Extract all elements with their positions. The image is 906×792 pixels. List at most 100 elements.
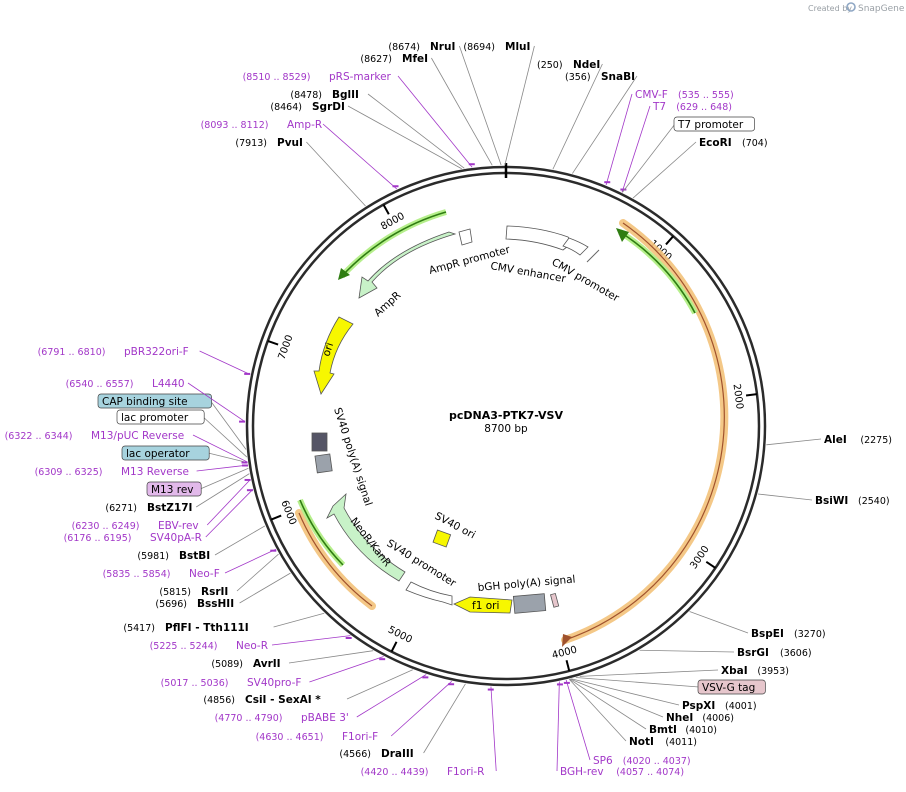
label-bgh-rev[interactable]: BGH-rev(4057 .. 4074) bbox=[560, 766, 684, 778]
label-nrui[interactable]: NruI(8674) bbox=[388, 41, 455, 53]
plasmid-size: 8700 bp bbox=[484, 423, 528, 435]
label-name: SV40pA-R bbox=[150, 532, 202, 544]
leader-line bbox=[459, 45, 502, 166]
label-pbabe-3-[interactable]: pBABE 3'(4770 .. 4790) bbox=[215, 712, 349, 724]
label-position: (4420 .. 4439) bbox=[361, 767, 429, 778]
label-name: F1ori-R bbox=[447, 766, 484, 778]
label-name: pRS-marker bbox=[329, 71, 392, 83]
label-bspei[interactable]: BspEI(3270) bbox=[751, 628, 826, 640]
label-cmv-f[interactable]: CMV-F(535 .. 555) bbox=[635, 89, 734, 101]
cmv-enhancer-shape bbox=[505, 225, 573, 251]
label-name: BstBI bbox=[179, 550, 210, 562]
label-position: (6230 .. 6249) bbox=[72, 521, 140, 532]
label-position: (4006) bbox=[702, 713, 734, 724]
label-bmti[interactable]: BmtI(4010) bbox=[649, 724, 717, 736]
leader-line bbox=[202, 416, 248, 458]
label-name: RsrII bbox=[201, 586, 228, 598]
label-name: Neo-F bbox=[189, 568, 220, 580]
leader-line bbox=[192, 434, 248, 463]
label-neo-r[interactable]: Neo-R(5225 .. 5244) bbox=[150, 640, 268, 652]
tick-mark bbox=[267, 339, 279, 346]
label-bsrgi[interactable]: BsrGI(3606) bbox=[737, 647, 812, 659]
label-rsrii[interactable]: RsrII (5815) bbox=[159, 586, 228, 598]
sv40-promoter-shape bbox=[405, 581, 453, 606]
label-m13-rev[interactable]: M13 rev bbox=[146, 481, 202, 497]
label-mlui[interactable]: MluI(8694) bbox=[463, 41, 530, 53]
label-name: M13/pUC Reverse bbox=[91, 430, 184, 442]
label-sgrdi[interactable]: SgrDI(8464) bbox=[270, 101, 344, 113]
label-csii-sexai-[interactable]: CsiI - SexAI *(4856) bbox=[203, 694, 321, 706]
leader-line bbox=[306, 141, 366, 207]
label-t7[interactable]: T7(629 .. 648) bbox=[652, 101, 732, 113]
label-name: BssHII bbox=[197, 598, 234, 610]
label-neo-f[interactable]: Neo-F (5835 .. 5854) bbox=[103, 568, 220, 580]
label-pbr322ori-f[interactable]: pBR322ori-F(6791 .. 6810) bbox=[38, 346, 189, 358]
label-snabi[interactable]: SnaBI(356) bbox=[565, 71, 635, 83]
label-position: (6271) bbox=[105, 503, 137, 514]
orf-ptk7-arrowhead bbox=[562, 634, 572, 647]
label-prs-marker[interactable]: pRS-marker(8510 .. 8529) bbox=[243, 71, 392, 83]
label-position: (8093 .. 8112) bbox=[201, 120, 269, 131]
label-l4440[interactable]: L4440(6540 .. 6557) bbox=[66, 378, 185, 390]
label-position: (6791 .. 6810) bbox=[38, 347, 106, 358]
tick-mark bbox=[665, 235, 674, 246]
label-sv40pa-r[interactable]: SV40pA-R(6176 .. 6195) bbox=[64, 532, 202, 544]
label-avrii[interactable]: AvrII(5089) bbox=[211, 658, 280, 670]
label-cap-binding-site[interactable]: CAP binding site bbox=[97, 393, 212, 409]
label-pvui[interactable]: PvuI(7913) bbox=[235, 137, 303, 149]
label-f1ori-f[interactable]: F1ori-F(4630 .. 4651) bbox=[256, 731, 379, 743]
label-ndei[interactable]: NdeI(250) bbox=[537, 59, 600, 71]
label-bsshii[interactable]: BssHII(5696) bbox=[155, 598, 234, 610]
label-bsiwi[interactable]: BsiWI(2540) bbox=[815, 495, 890, 507]
label-pspxi[interactable]: PspXI(4001) bbox=[682, 700, 757, 712]
label-sp6[interactable]: SP6 (4020 .. 4037) bbox=[593, 755, 691, 767]
leader-line bbox=[356, 674, 427, 718]
label-pflfi-tth111i[interactable]: PflFI - Tth111I (5417) bbox=[123, 622, 248, 634]
label-noti[interactable]: NotI(4011) bbox=[629, 736, 697, 748]
label-name: AvrII bbox=[253, 658, 281, 670]
tick-label: 4000 bbox=[551, 645, 578, 662]
label-name: SP6 bbox=[593, 755, 613, 767]
label-m13-puc-reverse[interactable]: M13/pUC Reverse(6322 .. 6344) bbox=[5, 430, 185, 442]
leader-line bbox=[271, 635, 351, 646]
label-bstbi[interactable]: BstBI(5981) bbox=[137, 550, 210, 562]
label-position: (3270) bbox=[794, 629, 826, 640]
label-lac-promoter[interactable]: lac promoter bbox=[116, 409, 205, 425]
label-t7-promoter[interactable]: T7 promoter bbox=[673, 116, 755, 132]
label-position: (4020 .. 4037) bbox=[623, 756, 691, 767]
label-alei[interactable]: AleI(2275) bbox=[824, 434, 892, 446]
label-ebv-rev[interactable]: EBV-rev(6230 .. 6249) bbox=[72, 520, 199, 532]
label-m13-reverse[interactable]: M13 Reverse(6309 .. 6325) bbox=[35, 466, 189, 478]
leader-line bbox=[575, 677, 700, 688]
label-name: SnaBI bbox=[601, 71, 635, 83]
label-sv40-polya: SV40 poly(A) signal bbox=[331, 406, 374, 507]
label-mfei[interactable]: MfeI(8627) bbox=[360, 53, 428, 65]
label-name: AleI bbox=[824, 434, 847, 446]
label-name: BsiWI bbox=[815, 495, 848, 507]
label-vsv-g-tag[interactable]: VSV-G tag bbox=[697, 679, 766, 695]
label-name: PflFI - Tth111I bbox=[165, 622, 249, 634]
label-amp-r[interactable]: Amp-R (8093 .. 8112) bbox=[201, 119, 323, 131]
label-draiii[interactable]: DraIII(4566) bbox=[339, 748, 413, 760]
label-sv40pro-f[interactable]: SV40pro-F(5017 .. 5036) bbox=[161, 677, 302, 689]
label-f1ori-r[interactable]: F1ori-R (4420 .. 4439) bbox=[361, 766, 485, 778]
label-position: (5417) bbox=[123, 623, 155, 634]
label-ecori[interactable]: EcoRI(704) bbox=[699, 137, 768, 149]
feature-label-box bbox=[116, 409, 205, 425]
label-nhei[interactable]: NheI(4006) bbox=[666, 712, 734, 724]
leader-line bbox=[347, 105, 462, 170]
label-position: (5815) bbox=[159, 587, 191, 598]
label-position: (4011) bbox=[665, 737, 697, 748]
leader-line bbox=[621, 105, 651, 193]
leader-line bbox=[322, 123, 398, 190]
label-lac-operator[interactable]: lac operator bbox=[121, 445, 210, 461]
leader-line bbox=[431, 57, 493, 166]
label-name: Amp-R bbox=[287, 119, 322, 131]
label-bglii[interactable]: BglII(8478) bbox=[290, 89, 359, 101]
label-xbai[interactable]: XbaI(3953) bbox=[721, 665, 789, 677]
label-position: (5835 .. 5854) bbox=[103, 569, 171, 580]
leader-line bbox=[689, 611, 749, 634]
cds-neo-arrow-core bbox=[299, 499, 344, 566]
label-bstz17i[interactable]: BstZ17I(6271) bbox=[105, 502, 192, 514]
label-bgh-polya: bGH poly(A) signal bbox=[477, 573, 576, 593]
